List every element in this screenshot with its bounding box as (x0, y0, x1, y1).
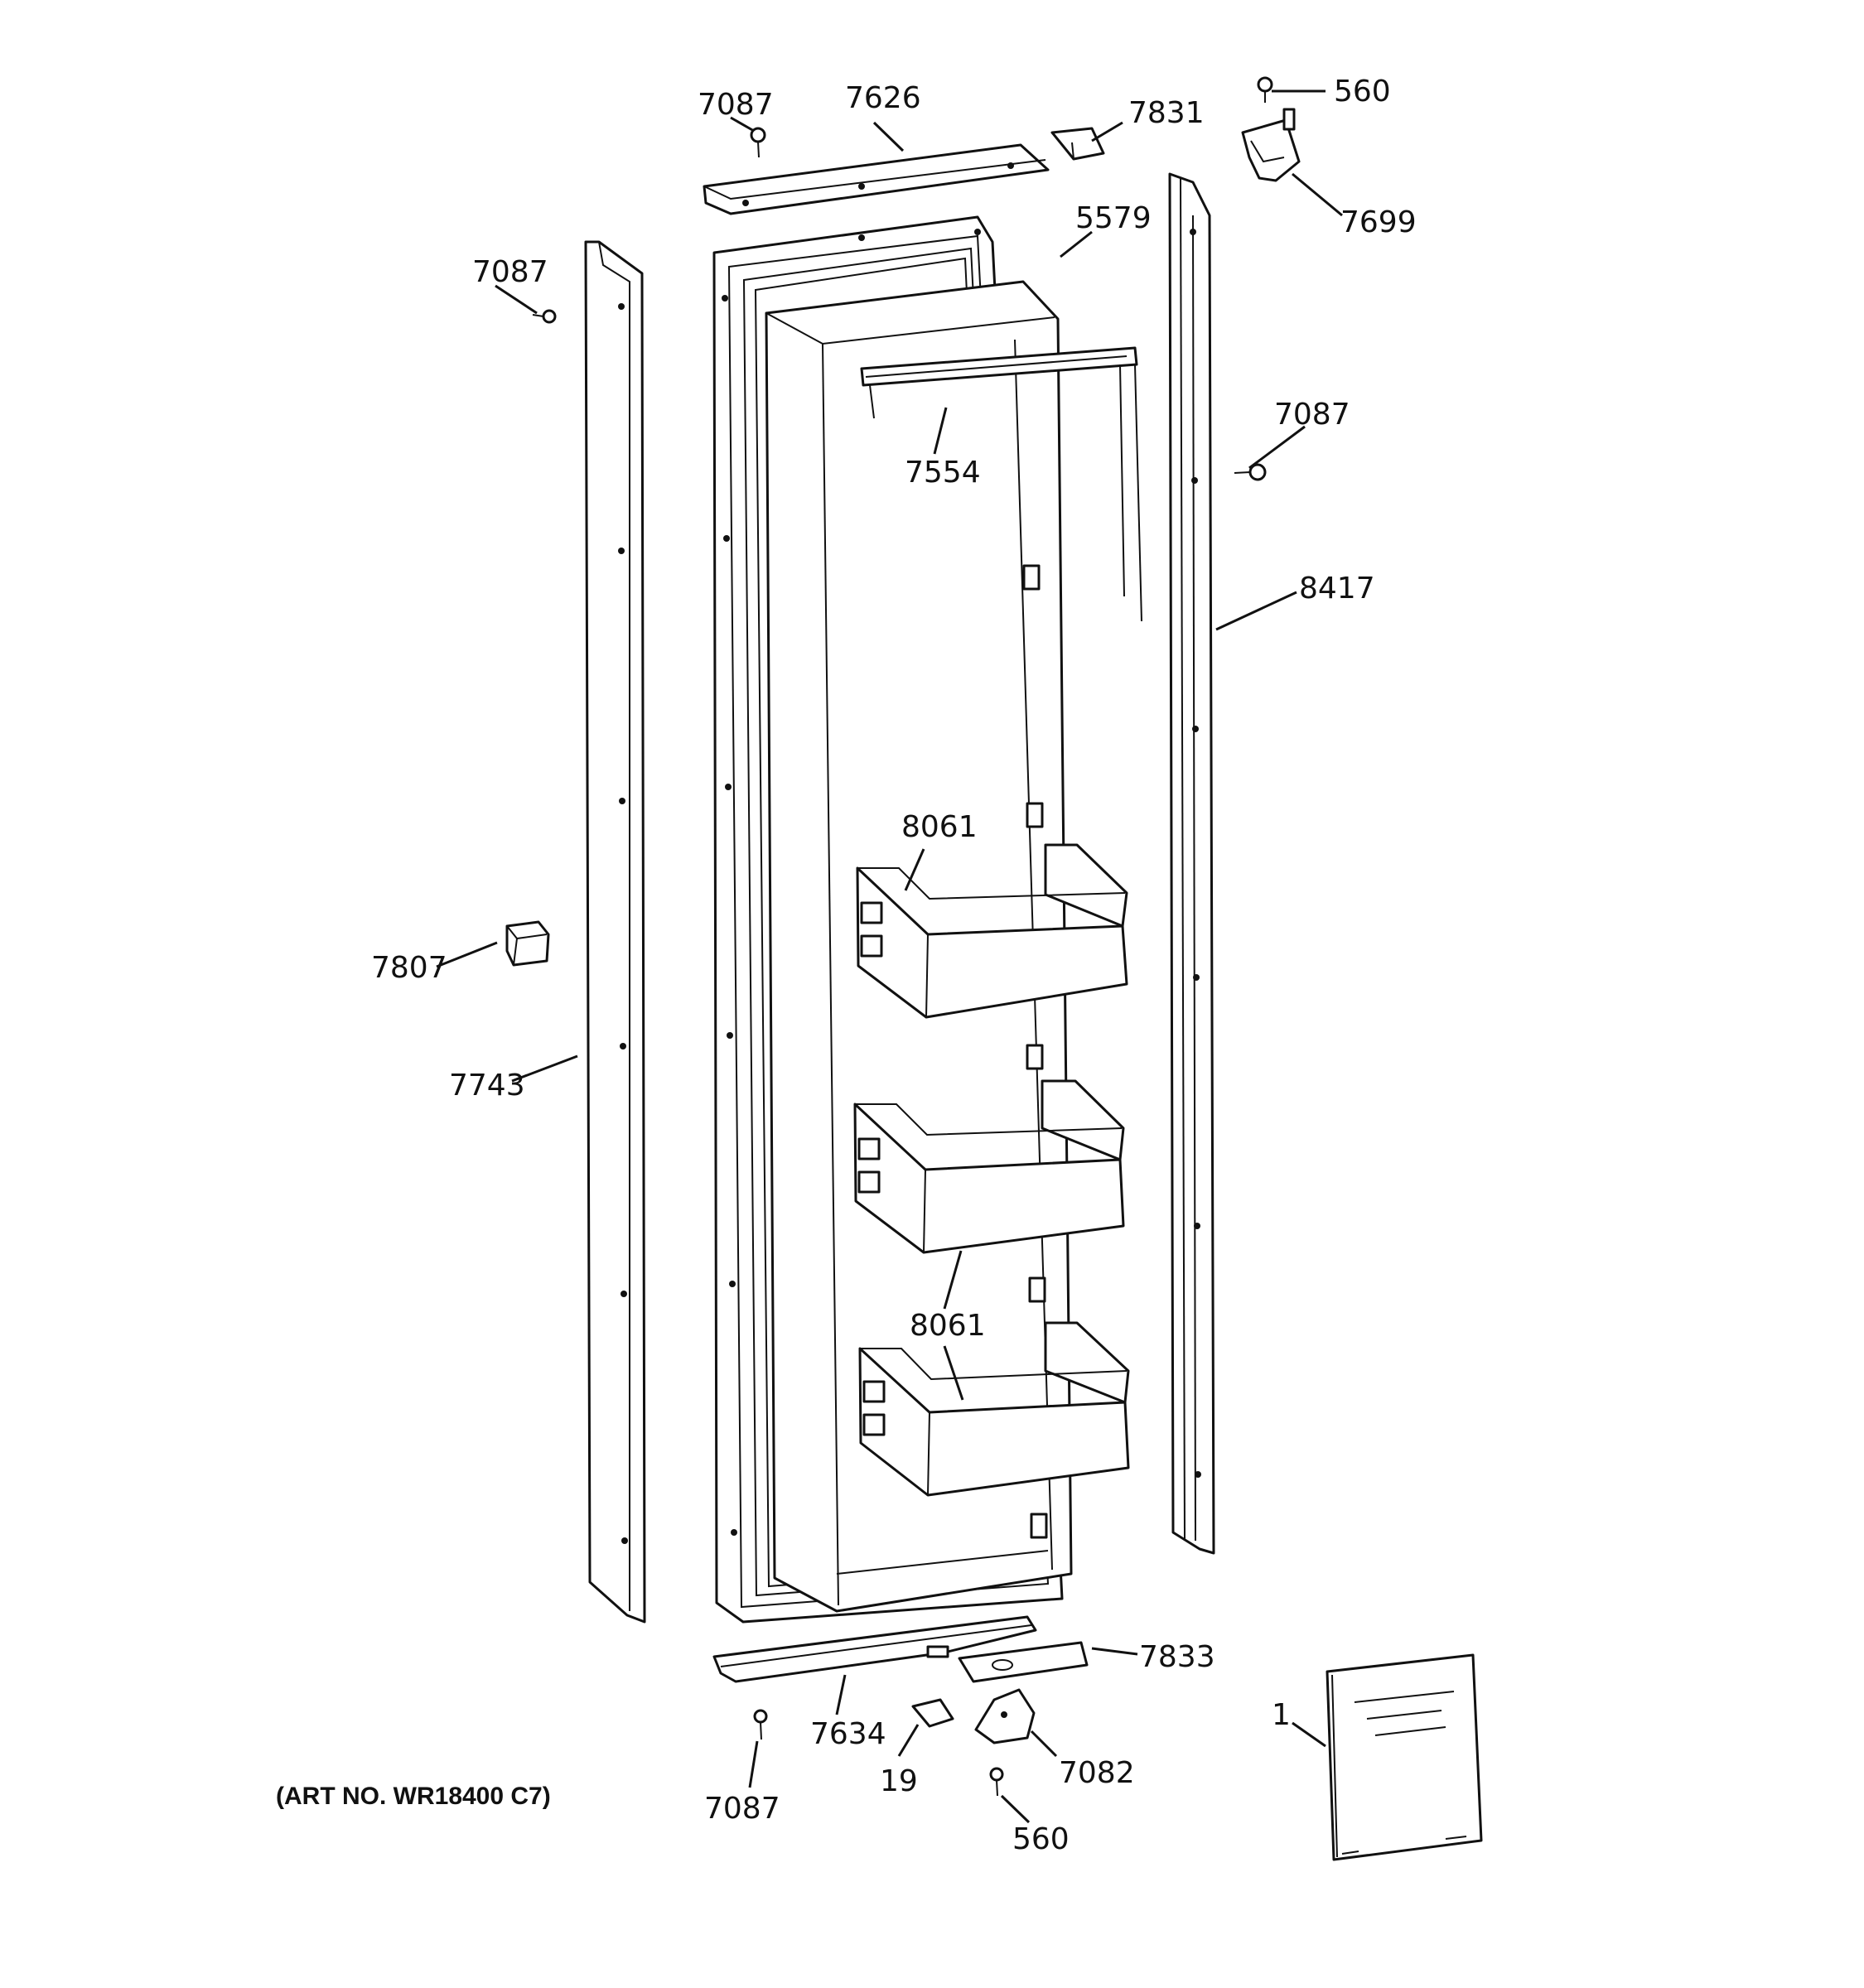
callout-19: 19 (880, 1764, 918, 1798)
bottom-hinge (974, 1688, 1036, 1744)
screw (532, 309, 557, 324)
screw (1234, 463, 1267, 481)
top-trim (703, 143, 1050, 215)
callout-7087-bottom: 7087 (704, 1792, 780, 1826)
door-bin (853, 1079, 1125, 1254)
art-number-label: (ART NO. WR18400 C7) (276, 1783, 551, 1810)
callout-7554: 7554 (905, 456, 981, 490)
bottom-hinge-cap (958, 1641, 1089, 1683)
magnet-block (505, 920, 550, 967)
left-trim (584, 240, 646, 1624)
callout-7634: 7634 (810, 1717, 886, 1751)
owners-manual (1326, 1653, 1483, 1861)
callout-7087-top: 7087 (698, 88, 774, 122)
right-trim (1168, 172, 1215, 1555)
callout-8061-lower: 8061 (910, 1309, 986, 1343)
callout-7626: 7626 (845, 81, 921, 115)
top-hinge (1241, 108, 1301, 182)
callout-8061-top: 8061 (901, 810, 978, 844)
leader-lines (436, 89, 1343, 1824)
callout-7807: 7807 (371, 951, 447, 985)
callout-560-top: 560 (1334, 75, 1391, 109)
screw (989, 1767, 1004, 1797)
callout-7743: 7743 (449, 1069, 525, 1103)
top-hinge-cap (1050, 127, 1105, 161)
door-bin (856, 843, 1128, 1019)
liner-tab (1026, 1044, 1044, 1070)
callout-8417: 8417 (1299, 572, 1375, 606)
liner-tab (1030, 1513, 1048, 1539)
callout-7831: 7831 (1128, 96, 1205, 130)
callout-560-bottom: 560 (1012, 1822, 1070, 1856)
screw (750, 127, 766, 158)
callout-7833: 7833 (1139, 1640, 1215, 1674)
callout-7082: 7082 (1059, 1756, 1135, 1790)
liner-tab (1028, 1276, 1046, 1303)
liner-tab (1022, 564, 1041, 591)
door-bin (858, 1321, 1130, 1497)
callout-7699: 7699 (1340, 205, 1417, 239)
callout-labels: 7087 7626 7831 560 7699 5579 7087 7554 7… (276, 75, 1417, 1856)
callout-1: 1 (1272, 1698, 1291, 1732)
bottom-trim (712, 1615, 1037, 1683)
liner-tab (1026, 802, 1044, 828)
callout-7087-left: 7087 (472, 255, 548, 289)
screw (753, 1709, 768, 1740)
shelf-bar (860, 346, 1142, 622)
callout-7087-right: 7087 (1274, 398, 1350, 432)
screw (1257, 76, 1273, 103)
callout-5579: 5579 (1075, 201, 1152, 235)
cam (911, 1698, 954, 1728)
